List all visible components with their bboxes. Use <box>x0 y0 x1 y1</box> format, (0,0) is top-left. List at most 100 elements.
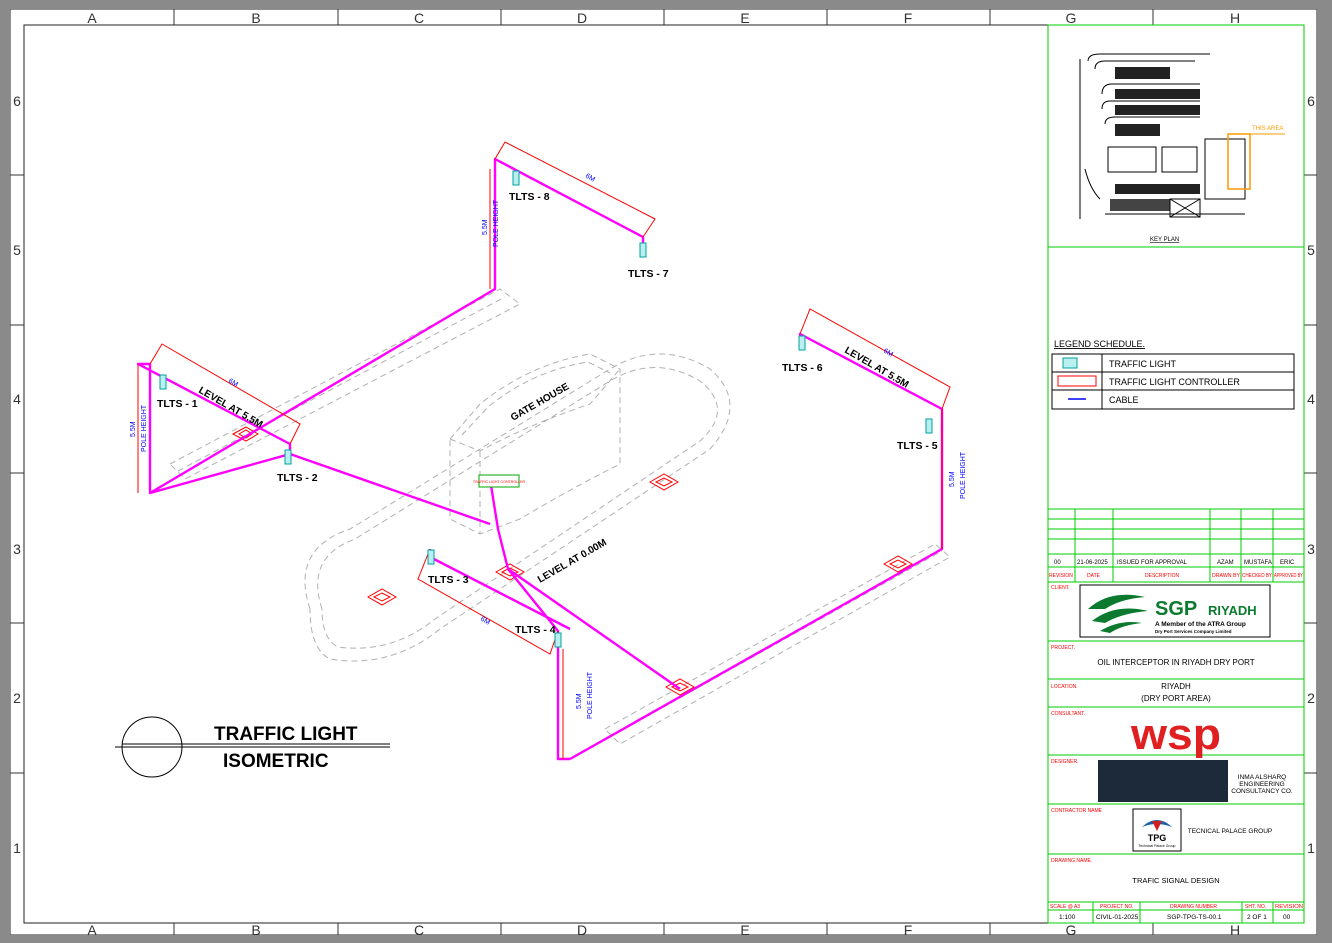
rev-header-checked: CHECKED BY <box>1242 573 1273 579</box>
grid-col-c-top: C <box>414 10 424 26</box>
traffic-light-controller <box>478 474 520 488</box>
rev-header-date: DATE <box>1087 573 1101 579</box>
pole-label-tlts-5: TLTS - 5 <box>897 440 938 452</box>
designer-line-3: CONSULTANCY CO. <box>1231 788 1293 795</box>
rev-drawn: AZAM <box>1217 560 1234 566</box>
grid-col-f-bottom: F <box>904 922 913 935</box>
grid-col-b-top: B <box>251 10 260 26</box>
legend-item-cable: CABLE <box>1109 395 1139 405</box>
grid-row-6-left: 6 <box>13 93 21 109</box>
contractor-label: CONTRACTOR NAME <box>1051 808 1103 814</box>
footer-header-scale: SCALE @ A3 <box>1050 904 1080 910</box>
grid-col-b-bottom: B <box>251 922 260 935</box>
grid-col-g-top: G <box>1066 10 1077 26</box>
consultant-logo: wsp <box>1130 710 1221 759</box>
traffic-light-icon <box>427 549 435 565</box>
footer-scale: 1:100 <box>1059 914 1076 921</box>
grid-row-1-left: 1 <box>13 840 21 856</box>
pole-height-4: POLE HEIGHT <box>960 451 967 499</box>
grid-row-6-right: 6 <box>1307 93 1315 109</box>
cable-tlts-1-2 <box>136 362 292 495</box>
title-symbol <box>115 716 390 778</box>
dim-6m-3: 6M <box>479 616 491 627</box>
drawing-canvas: A B C D E F G H A B C D E F G H 6 5 4 3 … <box>10 9 1317 935</box>
footer-header-revision: REVISION <box>1275 904 1303 910</box>
grid-row-5-right: 5 <box>1307 242 1315 258</box>
pole-height-1: POLE HEIGHT <box>141 404 148 452</box>
gate-house-outline <box>449 353 621 535</box>
grid-col-e-bottom: E <box>740 922 749 935</box>
legend-title: LEGEND SCHEDULE. <box>1054 339 1145 349</box>
title-line-2: ISOMETRIC <box>223 751 329 772</box>
grid-col-e-top: E <box>740 10 749 26</box>
grid-row-2-left: 2 <box>13 690 21 706</box>
grid-row-5-left: 5 <box>13 242 21 258</box>
traffic-light-icon <box>159 374 167 390</box>
footer-header-drawing: DRAWING NUMBER <box>1170 904 1217 910</box>
designer-line-1: INMA ALSHARQ <box>1238 774 1286 781</box>
client-brand-city: RIYADH <box>1208 603 1257 618</box>
traffic-light-icon <box>925 418 933 434</box>
traffic-light-icon <box>554 632 562 648</box>
grid-col-a-bottom: A <box>87 922 97 935</box>
dim-55-4: 5.5M <box>949 471 956 487</box>
rev-checked: MUSTAFA <box>1244 560 1272 566</box>
designer-logo <box>1098 760 1228 802</box>
tpg-logo-sub: Technical Palace Group <box>1139 844 1176 848</box>
project-label: PROJECT. <box>1051 645 1075 651</box>
rev-header-revision: REVISION <box>1049 573 1073 579</box>
cable-to-controller <box>289 452 491 526</box>
key-plan-label: KEY PLAN <box>1150 237 1179 243</box>
rev-approved: ERIC <box>1280 560 1295 566</box>
footer-header-sheet: SHT. NO. <box>1245 904 1266 910</box>
pole-label-tlts-3: TLTS - 3 <box>428 574 469 586</box>
pole-label-tlts-6: TLTS - 6 <box>782 362 823 374</box>
traffic-light-icon <box>639 242 647 258</box>
rev-header-drawn: DRAWN BY <box>1212 573 1241 579</box>
pole-label-tlts-2: TLTS - 2 <box>277 472 318 484</box>
legend: LEGEND SCHEDULE. TRAFFIC LIGHT TRAFFIC L… <box>1051 339 1295 410</box>
grid-row-3-left: 3 <box>13 541 21 557</box>
dim-55-1: 5.5M <box>130 421 137 437</box>
rev-description: ISSUED FOR APPROVAL <box>1117 560 1188 566</box>
location-line-1: RIYADH <box>1161 682 1191 691</box>
grid-col-h-bottom: H <box>1230 922 1240 935</box>
location-label: LOCATION. <box>1051 684 1078 690</box>
grid-row-2-right: 2 <box>1307 690 1315 706</box>
key-plan: THIS AREA KEY PLAN <box>1067 38 1285 243</box>
contractor-value: TECNICAL PALACE GROUP <box>1188 828 1273 835</box>
grid-row-4-left: 4 <box>13 391 21 407</box>
dim-6m-4: 6M <box>882 348 894 359</box>
consultant-label: CONSULTANT. <box>1051 711 1085 717</box>
tpg-logo-text: TPG <box>1148 833 1167 843</box>
grid-col-h-top: H <box>1230 10 1240 26</box>
grid-row-1-right: 1 <box>1307 840 1315 856</box>
footer-revision: 00 <box>1283 914 1291 921</box>
grid-col-c-bottom: C <box>414 922 424 935</box>
traffic-light-icon <box>798 335 806 351</box>
pole-height-3: POLE HEIGHT <box>587 671 594 719</box>
client-tagline-2: Dry Port Services Company Limited <box>1155 629 1232 634</box>
dim-55-3: 5.5M <box>576 693 583 709</box>
footer-drawing: SGP-TPG-TS-00.1 <box>1167 914 1222 921</box>
grid-col-g-bottom: G <box>1066 922 1077 935</box>
dim-6m-1: 6M <box>227 378 239 389</box>
designer-line-2: ENGINEERING <box>1239 781 1285 788</box>
traffic-light-icon <box>284 449 292 465</box>
client-brand: SGP <box>1155 598 1197 620</box>
project-value: OIL INTERCEPTOR IN RIYADH DRY PORT <box>1097 658 1254 667</box>
cable-controller-down <box>488 478 570 761</box>
grid-row-3-right: 3 <box>1307 541 1315 557</box>
traffic-light-icon <box>512 170 520 186</box>
legend-controller-icon <box>1057 375 1097 387</box>
drawing-sheet: A B C D E F G H A B C D E F G H 6 5 4 3 … <box>10 9 1317 935</box>
drawing-name-label: DRAWING NAME. <box>1051 858 1092 864</box>
pole-label-tlts-1: TLTS - 1 <box>157 398 198 410</box>
controller-label: TRAFFIC LIGHT CONTROLLER <box>473 480 526 484</box>
client-tagline-1: A Member of the ATRA Group <box>1155 621 1246 628</box>
dim-55-2: 5.5M <box>482 219 489 235</box>
footer-project: CIVIL-01-2025 <box>1096 914 1139 921</box>
location-line-2: (DRY PORT AREA) <box>1141 694 1211 703</box>
grid-row-4-right: 4 <box>1307 391 1315 407</box>
rev-date: 21-06-2025 <box>1077 560 1108 566</box>
